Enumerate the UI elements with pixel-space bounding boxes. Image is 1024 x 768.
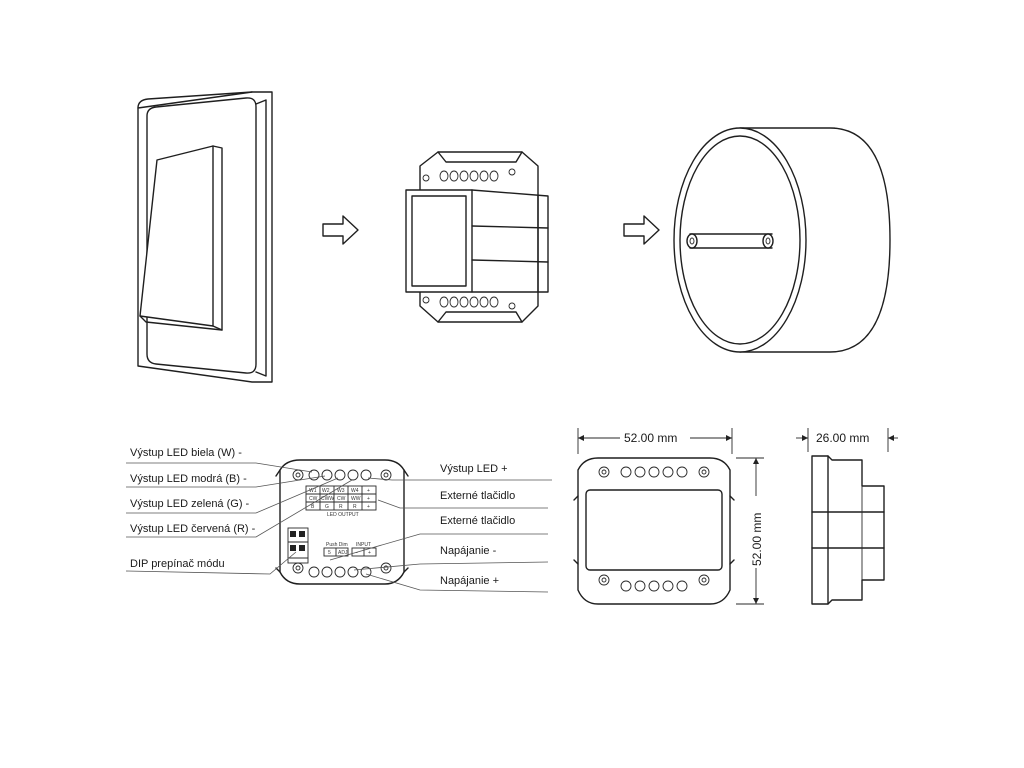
dimension-height: 52.00 mm xyxy=(750,513,764,566)
table-cell: + xyxy=(367,504,370,510)
table-cell: G xyxy=(325,504,329,510)
table-cell: CW xyxy=(337,496,346,502)
table-cell: W4 xyxy=(351,488,359,494)
callout-external-button-1: Externé tlačidlo xyxy=(440,490,515,502)
table-cell: R xyxy=(353,504,357,510)
controller-module-illustration xyxy=(405,151,549,323)
table-cell: B xyxy=(311,504,315,510)
table-cell: + xyxy=(367,496,370,502)
callout-led-white: Výstup LED biela (W) - xyxy=(130,447,242,459)
table-cell: R xyxy=(339,504,343,510)
junction-box-illustration xyxy=(673,127,891,353)
push-term: 5 xyxy=(328,550,331,556)
callout-external-button-2: Externé tlačidlo xyxy=(440,515,515,527)
wall-switch-illustration xyxy=(137,91,273,383)
right-leader-lines xyxy=(329,477,552,593)
callout-dip-switch: DIP prepínač módu xyxy=(130,558,225,570)
callout-led-red: Výstup LED červená (R) - xyxy=(130,523,256,535)
table-cell: CWW xyxy=(321,496,334,502)
callout-power-plus: Napájanie + xyxy=(440,575,499,587)
arrow-right-icon xyxy=(322,215,359,245)
table-cell: CW xyxy=(309,496,318,502)
table-cell: W3 xyxy=(337,488,345,494)
table-cell: WW xyxy=(351,496,361,502)
callout-led-green: Výstup LED zelená (G) - xyxy=(130,498,250,510)
table-cell: W1 xyxy=(309,488,317,494)
module-side-view xyxy=(796,428,898,605)
output-caption: LED OUTPUT xyxy=(327,512,359,518)
push-term: ADJ xyxy=(338,550,348,556)
table-cell: + xyxy=(367,488,370,494)
arrow-right-icon xyxy=(623,215,660,245)
table-cell: W2 xyxy=(322,488,330,494)
power-term: - xyxy=(356,550,358,556)
callout-led-plus: Výstup LED + xyxy=(440,463,508,475)
push-caption: Push Dim xyxy=(326,542,348,548)
power-caption: INPUT xyxy=(356,542,371,548)
power-term: + xyxy=(368,550,371,556)
module-front-view xyxy=(573,428,764,605)
module-wiring-view: W1 CW B W2 CWW G W3 CW R W4 WW R + + + L… xyxy=(275,459,409,585)
dimension-width: 52.00 mm xyxy=(624,431,677,445)
callout-power-minus: Napájanie - xyxy=(440,545,497,557)
dimension-depth: 26.00 mm xyxy=(816,431,869,445)
callout-led-blue: Výstup LED modrá (B) - xyxy=(130,473,247,485)
left-leader-lines xyxy=(125,462,353,575)
